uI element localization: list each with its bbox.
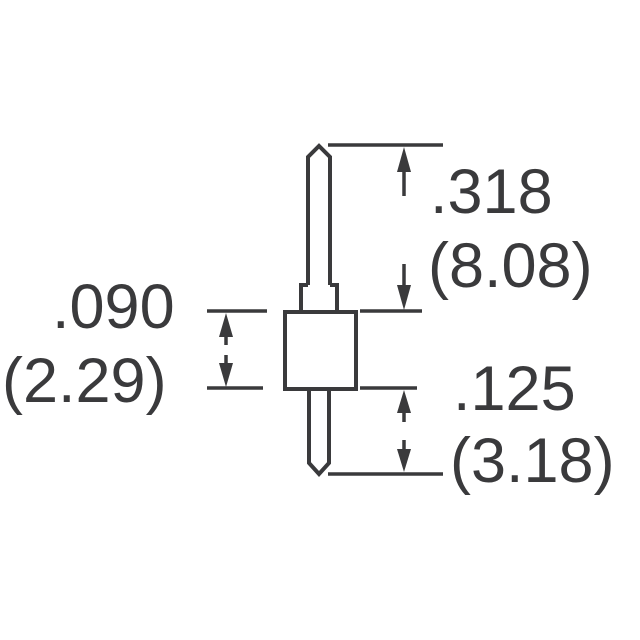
arrow-up-icon (397, 147, 411, 172)
upper-pin-outline (306, 143, 332, 285)
dim-body-inch-label: .090 (52, 272, 175, 342)
arrow-down-icon (397, 285, 411, 310)
dim-lower-mm-label: (3.18) (450, 426, 615, 496)
arrow-down-icon (397, 449, 411, 472)
arrow-up-icon (397, 390, 411, 413)
dim-lower-inch-label: .125 (453, 354, 576, 424)
arrow-up-icon (219, 313, 233, 337)
insulator-body (283, 310, 358, 391)
lower-pin-outline (307, 389, 331, 477)
dim-body-mm-label: (2.29) (2, 346, 167, 416)
dim-upper-mm-label: (8.08) (428, 231, 593, 301)
dim-upper-inch-label: .318 (430, 157, 553, 227)
arrow-down-icon (219, 363, 233, 387)
pin-shoulder-outline (299, 283, 339, 312)
